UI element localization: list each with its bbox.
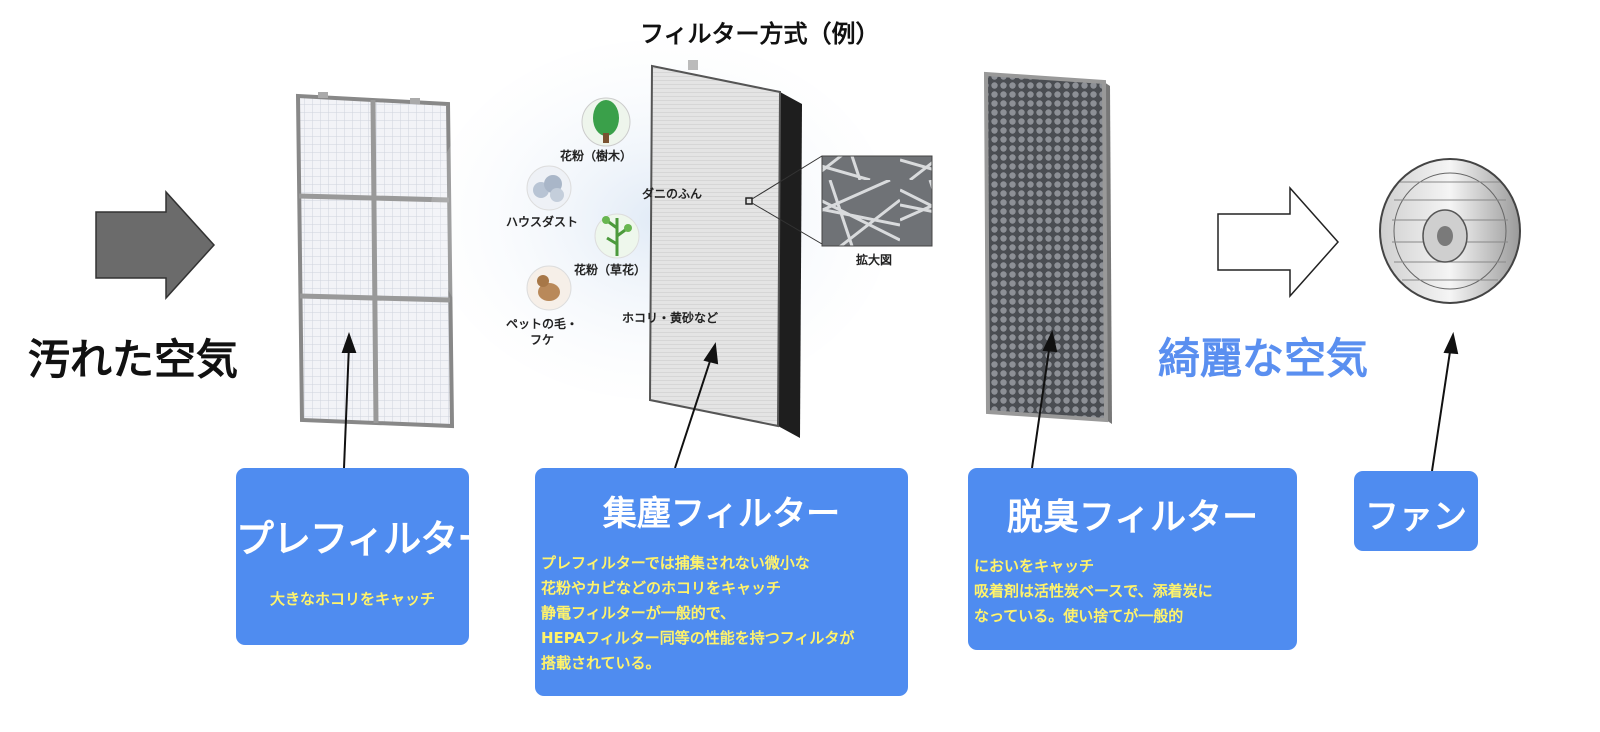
clean-air-label: 綺麗な空気 bbox=[1158, 334, 1369, 383]
fan-name: ファン bbox=[1365, 497, 1467, 537]
dirty-air-label: 汚れた空気 bbox=[28, 335, 239, 384]
pet-icon bbox=[526, 265, 572, 311]
magnified-label: 拡大図 bbox=[856, 253, 893, 267]
particle-label-sand: ホコリ・黄砂など bbox=[622, 311, 719, 325]
deodor-filter-name: 脱臭フィルター bbox=[1006, 497, 1259, 538]
dust-filter-box: 集塵フィルター プレフィルターでは捕集されない微小な 花粉やカビなどのホコリをキ… bbox=[535, 468, 908, 696]
dust-filter-name: 集塵フィルター bbox=[602, 494, 841, 534]
deodor-filter-image bbox=[983, 71, 1112, 424]
fan-image bbox=[1379, 158, 1521, 304]
prefilter-image bbox=[295, 92, 455, 429]
prefilter-box: プレフィルター 大きなホコリをキャッチ bbox=[236, 468, 495, 645]
tree-icon bbox=[581, 97, 631, 147]
clean-air-arrow bbox=[1217, 186, 1340, 298]
dust-filter-image bbox=[648, 60, 802, 438]
particle-label-tree-pollen: 花粉（樹木） bbox=[560, 149, 633, 163]
particle-label-mite: ダニのふん bbox=[642, 187, 703, 201]
particle-label-house-dust: ハウスダスト bbox=[506, 215, 579, 229]
magnified-fiber-image bbox=[821, 155, 933, 247]
fan-box: ファン bbox=[1354, 471, 1478, 551]
deodor-filter-desc: においをキャッチ 吸着剤は活性炭ベースで、添着炭に なっている。使い捨てが一般的 bbox=[974, 557, 1213, 625]
prefilter-desc: 大きなホコリをキャッチ bbox=[269, 590, 435, 608]
dust-filter-desc: プレフィルターでは捕集されない微小な 花粉やカビなどのホコリをキャッチ 静電フィ… bbox=[541, 554, 855, 672]
plant-icon bbox=[594, 213, 640, 259]
deodor-filter-box: 脱臭フィルター においをキャッチ 吸着剤は活性炭ベースで、添着炭に なっている。… bbox=[968, 468, 1297, 650]
diagram-title: フィルター方式（例） bbox=[640, 20, 880, 48]
particle-label-grass-pollen: 花粉（草花） bbox=[574, 263, 647, 277]
dust-cloud-icon bbox=[526, 165, 572, 211]
prefilter-name: プレフィルター bbox=[236, 517, 495, 561]
particle-label-pet: ペットの毛・ フケ bbox=[506, 317, 579, 347]
dirty-air-arrow bbox=[95, 190, 216, 300]
